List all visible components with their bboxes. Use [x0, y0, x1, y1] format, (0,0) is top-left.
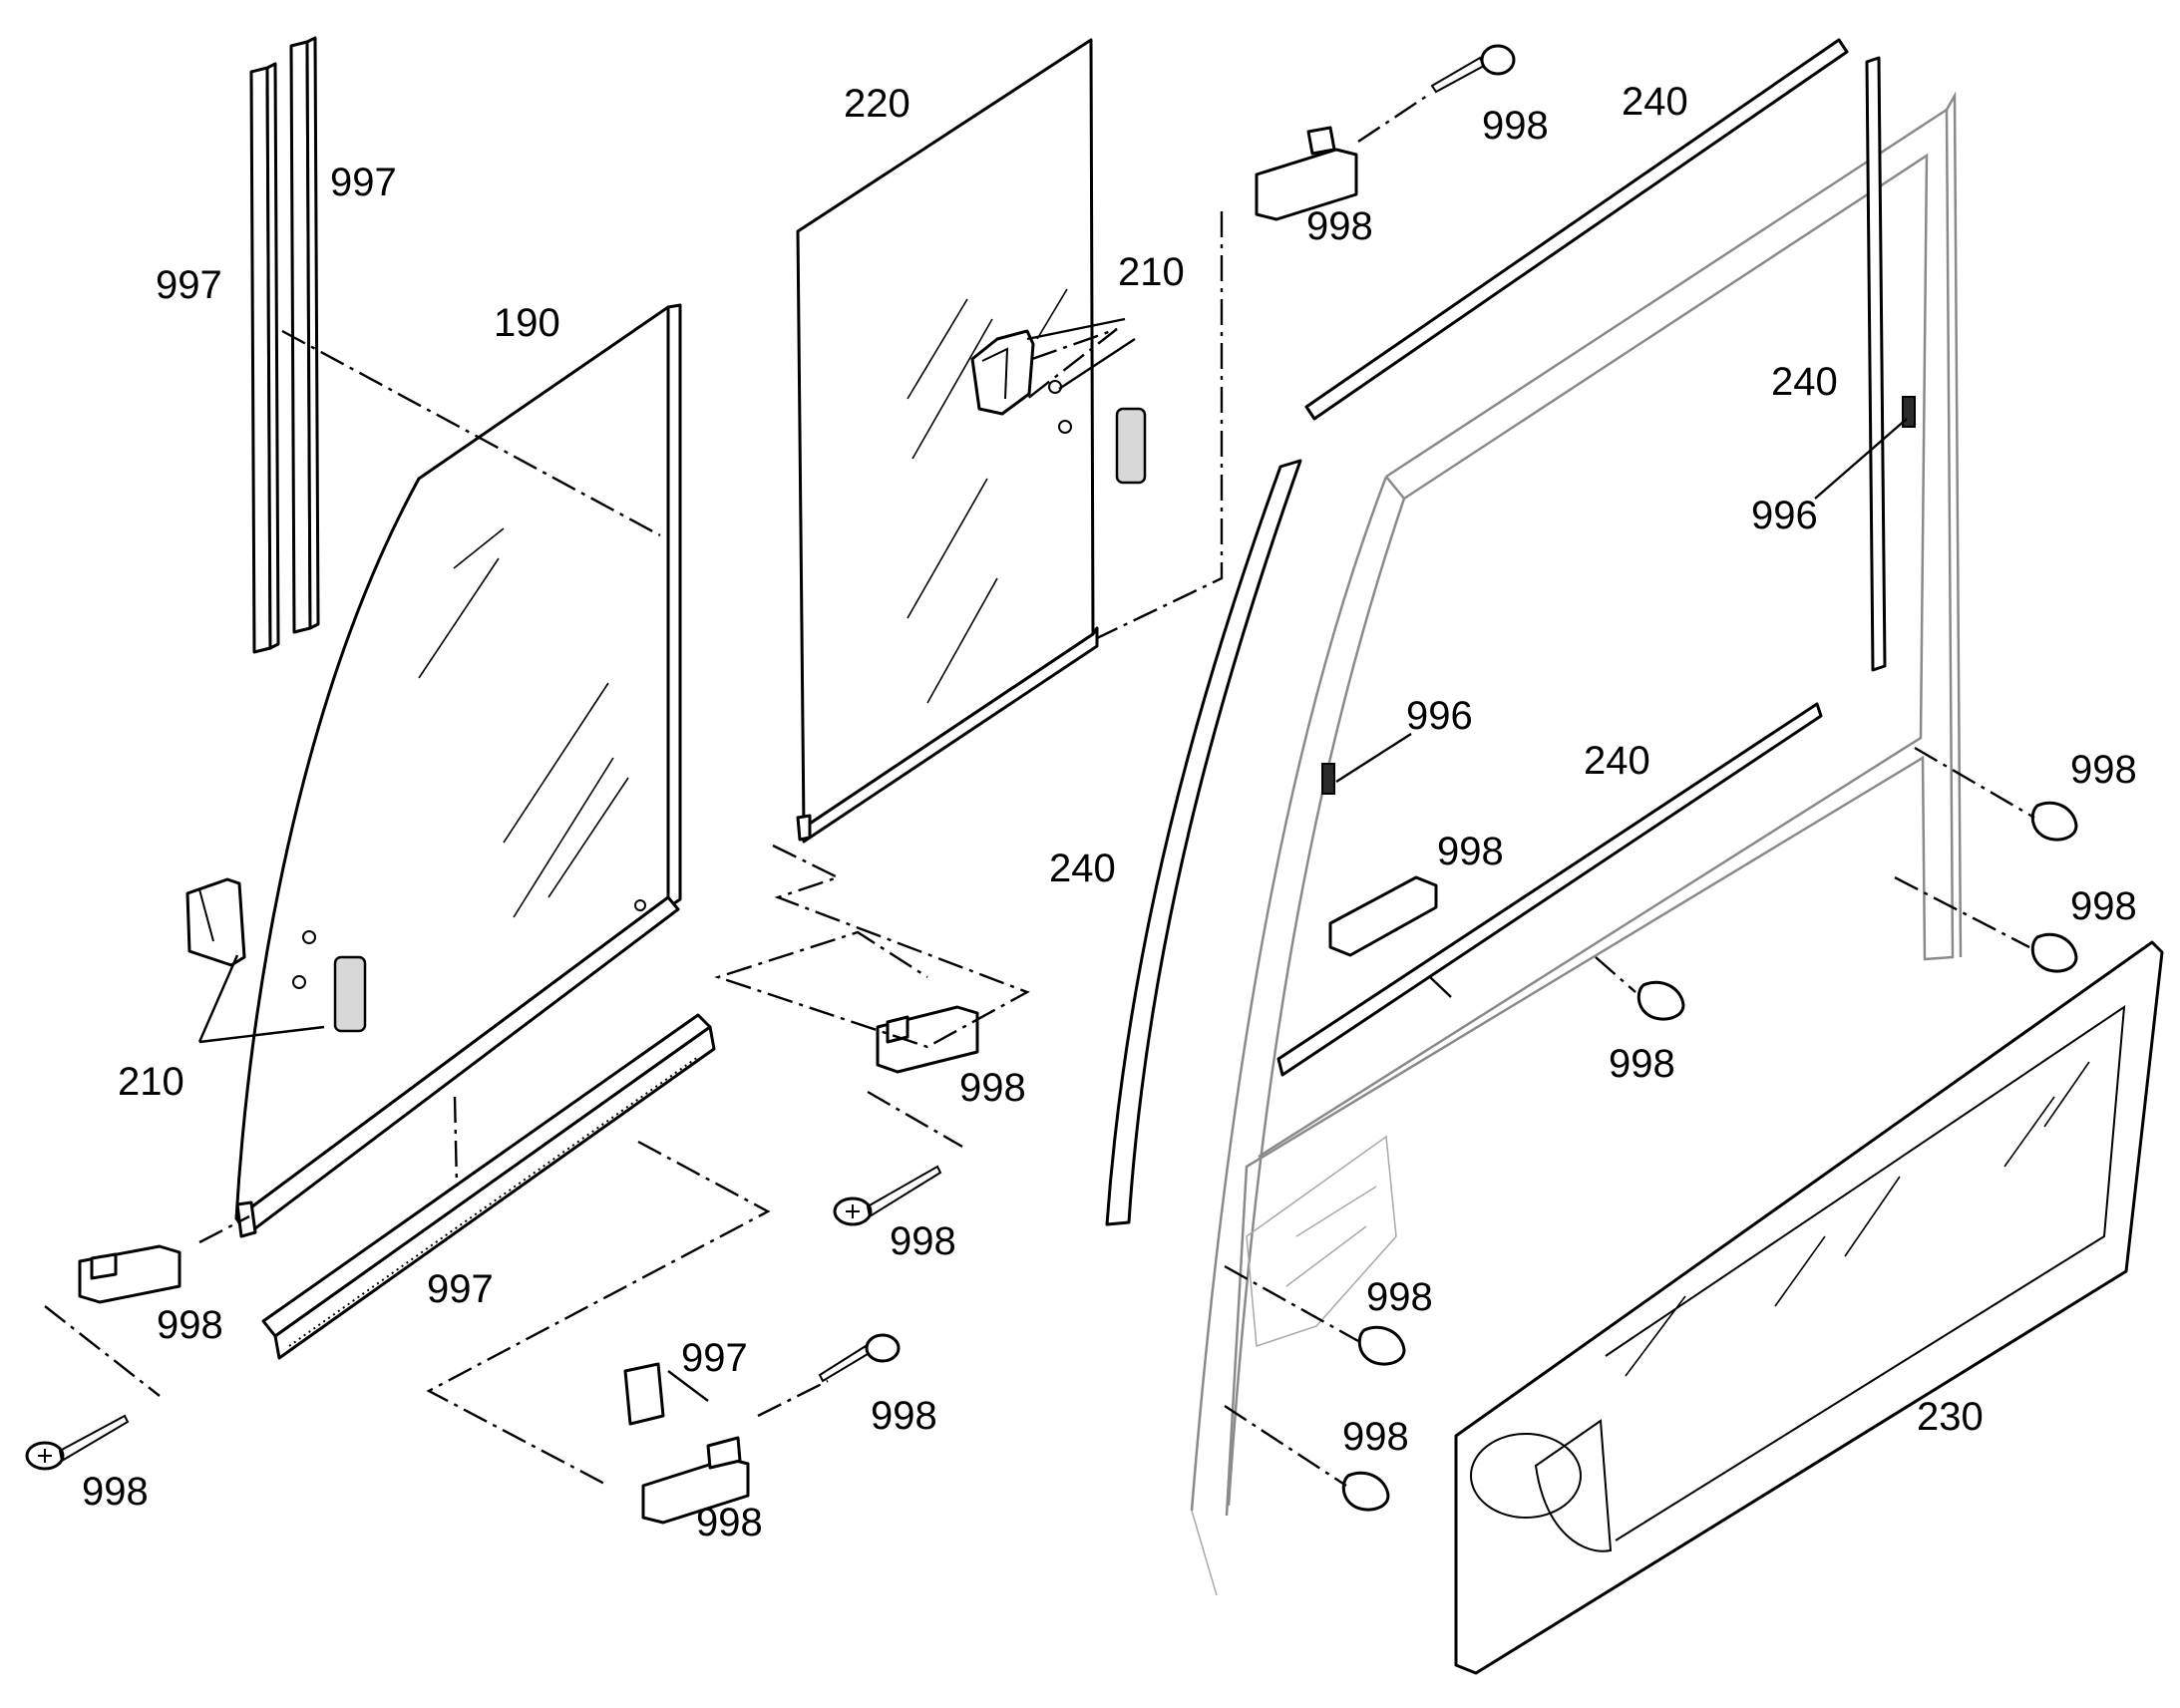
label-998-screw-left: 998 [82, 1470, 149, 1514]
label-240-right: 240 [1771, 360, 1838, 404]
label-998-plug-right-lower: 998 [2070, 884, 2137, 928]
pad-997-small [623, 1362, 665, 1426]
label-998-plug-lower-left-lower: 998 [1342, 1415, 1409, 1459]
label-240-curved: 240 [1049, 847, 1116, 890]
label-998-plug-lower-left-upper: 998 [1366, 1275, 1433, 1319]
clip-998-bottom [641, 1436, 750, 1525]
label-210-lower: 210 [118, 1060, 184, 1104]
seal-strips-997-vertical [249, 36, 320, 654]
brush-strip-997 [261, 1013, 716, 1360]
label-998-screw-middle: 998 [890, 1219, 956, 1263]
part-labels: 997 997 190 220 210 210 998 998 240 240 … [82, 80, 2137, 1544]
label-190: 190 [494, 301, 560, 345]
hinge-210-lower [185, 877, 367, 1033]
label-220: 220 [844, 82, 910, 126]
clip-998-top [1255, 126, 1358, 221]
label-240-top: 240 [1622, 80, 1688, 124]
label-998-plug-middle: 998 [1609, 1042, 1675, 1086]
label-997-brush: 997 [427, 1267, 494, 1311]
label-210-upper: 210 [1118, 250, 1185, 294]
door-frame [1190, 91, 1963, 1596]
hinge-210-upper [970, 329, 1147, 485]
seal-240-top [1304, 38, 1849, 421]
screw-998-lower-left [25, 1414, 130, 1471]
screw-998-middle [833, 1165, 942, 1226]
screw-998-top [1430, 44, 1516, 94]
label-996-left: 996 [1406, 694, 1473, 738]
label-996-right: 996 [1751, 494, 1818, 537]
door-glass-220 [796, 38, 1099, 844]
label-997-pad: 997 [681, 1336, 748, 1380]
label-998-block: 998 [1437, 830, 1504, 873]
seal-240-left-curved [1105, 459, 1302, 1226]
plugs-998 [1341, 801, 2078, 1512]
lower-glass-230 [1454, 940, 2164, 1675]
screw-998-bottom [818, 1333, 901, 1383]
seal-240-lower [1276, 702, 1823, 1077]
label-997-vertical-right: 997 [330, 161, 397, 204]
label-230: 230 [1917, 1395, 1984, 1439]
clip-998-left [78, 1244, 182, 1304]
block-998 [1328, 875, 1438, 957]
seal-240-right [1865, 56, 1887, 672]
label-998-clip-bottom: 998 [696, 1501, 763, 1544]
label-998-screw-bottom: 998 [871, 1394, 937, 1438]
clip-998-middle [876, 1005, 979, 1074]
label-998-clip-left: 998 [157, 1303, 223, 1347]
label-998-screw-top: 998 [1482, 104, 1549, 148]
label-998-plug-right-upper: 998 [2070, 748, 2137, 792]
label-998-clip-top: 998 [1306, 204, 1373, 248]
leader-lines [44, 93, 2035, 1488]
label-240-lower: 240 [1584, 739, 1650, 783]
label-998-clip-middle: 998 [959, 1066, 1026, 1110]
label-997-vertical-left: 997 [156, 263, 222, 307]
clip-996-left [1321, 763, 1335, 795]
